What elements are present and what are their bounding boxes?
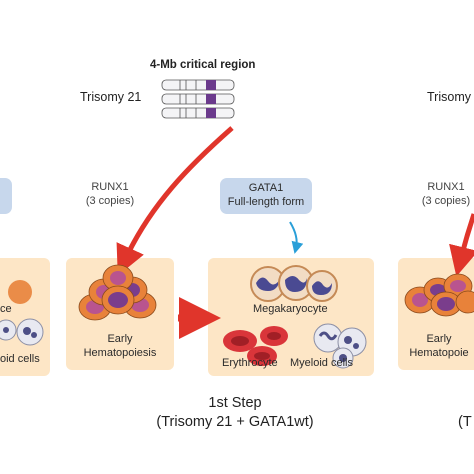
trisomy-arrow-right: [449, 213, 474, 277]
right-step-fragment: (T: [458, 414, 472, 430]
step-subtitle: (Trisomy 21 + GATA1wt): [156, 414, 314, 430]
erythrocyte-cells: [223, 326, 288, 366]
runx1-left-copies: (3 copies): [85, 195, 135, 207]
gata1-box: GATA1 Full-length form: [220, 178, 312, 214]
myeloid-cells-label: Myeloid cells: [290, 357, 353, 369]
runx1-right-name: RUNX1: [427, 181, 465, 193]
left-panel-line1: ce: [0, 303, 12, 315]
step-caption: 1st Step (Trisomy 21 + GATA1wt): [120, 394, 350, 432]
right-early-line2: Hematopoie: [409, 347, 469, 359]
right-early-line1: Early: [426, 333, 452, 345]
left-blue-box-fragment: [0, 178, 12, 214]
chromosome-3: [161, 107, 235, 119]
trisomy-21-label: Trisomy 21: [80, 90, 142, 104]
early-cell-cluster: [78, 264, 157, 321]
gata1-title: GATA1: [248, 182, 284, 194]
left-panel-line2: oid cells: [0, 353, 40, 365]
runx1-left-name: RUNX1: [91, 181, 129, 193]
trisomy-right-label: Trisomy: [427, 90, 471, 104]
right-early-label: Early Hematopoie: [404, 332, 474, 360]
early-label-line2: Hematopoiesis: [83, 347, 157, 359]
step-title: 1st Step: [208, 395, 262, 411]
myeloid-cells: [313, 323, 367, 369]
runx1-left-label: RUNX1 (3 copies): [80, 180, 140, 208]
erythrocyte-label: Erythrocyte: [222, 357, 278, 369]
right-cell-cluster: [404, 273, 474, 317]
runx1-right-label: RUNX1 (3 copies): [416, 180, 474, 208]
chromosome-1: [161, 79, 235, 91]
early-hematopoiesis-label: Early Hematopoiesis: [66, 332, 174, 360]
chromosome-2: [161, 93, 235, 105]
critical-region-label: 4-Mb critical region: [150, 59, 256, 71]
gata1-subtitle: Full-length form: [227, 196, 305, 208]
megakaryocyte-label: Megakaryocyte: [253, 303, 328, 315]
early-label-line1: Early: [107, 333, 133, 345]
trisomy-arrow-left: [116, 126, 234, 276]
gata1-arrow: [289, 221, 304, 254]
left-panel-fragment: [0, 258, 50, 376]
left-myeloid-fragment: [0, 280, 44, 346]
runx1-right-copies: (3 copies): [421, 195, 471, 207]
megakaryocyte-cells: [250, 265, 338, 302]
